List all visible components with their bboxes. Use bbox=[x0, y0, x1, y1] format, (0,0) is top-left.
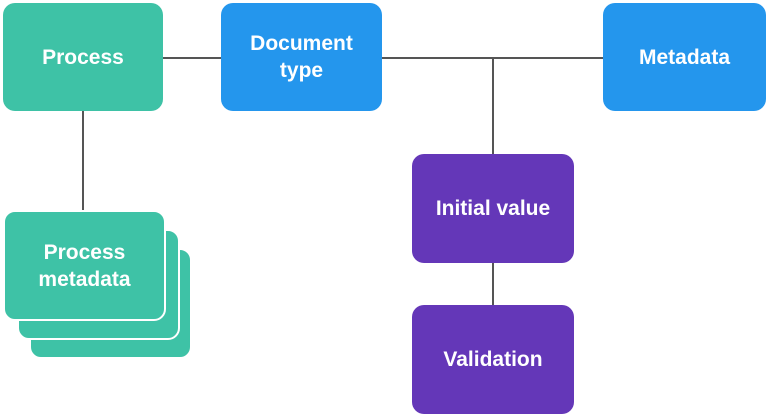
validation-node: Validation bbox=[412, 305, 574, 414]
document-type-node: Document type bbox=[221, 3, 382, 111]
metadata-node: Metadata bbox=[603, 3, 766, 111]
process-metadata-label: Process metadata bbox=[38, 240, 131, 291]
process-node: Process bbox=[3, 3, 163, 111]
initial-value-node: Initial value bbox=[412, 154, 574, 263]
process-label: Process bbox=[42, 45, 124, 69]
process-metadata-node: Process metadata bbox=[3, 210, 166, 321]
document-type-label: Document type bbox=[250, 32, 353, 82]
validation-label: Validation bbox=[443, 348, 543, 371]
initial-value-label: Initial value bbox=[435, 197, 551, 220]
metadata-label: Metadata bbox=[638, 45, 731, 69]
